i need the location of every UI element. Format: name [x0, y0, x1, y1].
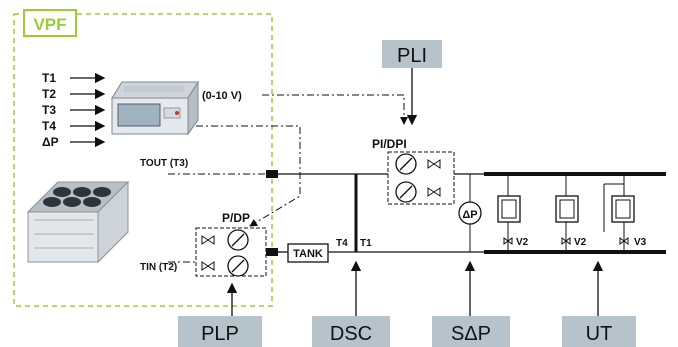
control-line — [196, 125, 301, 227]
callout-dsc: DSC — [312, 260, 390, 347]
primary-pump-group — [195, 227, 267, 277]
tank-box — [287, 243, 329, 263]
tin-label: TIN (T2) — [140, 262, 177, 273]
callout-ut: UT — [562, 260, 636, 347]
t1-label: T1 — [360, 238, 372, 249]
signal-label: (0-10 V) — [202, 90, 242, 102]
input-t1: T1 — [42, 71, 56, 85]
terminal-unit — [497, 174, 521, 252]
valve-label-1: V2 — [516, 237, 529, 248]
callout-pli: PLI — [382, 40, 442, 126]
tout-label: TOUT (T3) — [140, 158, 188, 169]
callout-sdp-label: SΔP — [451, 323, 491, 345]
vpf-tag-box — [23, 9, 77, 37]
controller-icon — [111, 80, 199, 136]
dp-sensor-icon — [458, 201, 482, 225]
terminal-unit — [555, 174, 579, 252]
input-t3: T3 — [42, 103, 56, 117]
callout-dsc-label: DSC — [330, 323, 372, 345]
valve-label-3: V3 — [634, 237, 647, 248]
terminal-unit — [603, 174, 635, 252]
pidpi-label: PI/DPI — [372, 137, 407, 151]
callout-pli-label: PLI — [397, 45, 427, 67]
callout-plp: PLP — [178, 282, 262, 347]
callout-ut-label: UT — [586, 323, 613, 345]
return-flange — [266, 248, 278, 256]
input-t4: T4 — [42, 119, 56, 133]
chiller-icon — [26, 180, 130, 264]
signal-line — [262, 94, 408, 125]
input-t2: T2 — [42, 87, 56, 101]
secondary-pump-group — [387, 151, 455, 205]
callout-plp-label: PLP — [201, 323, 239, 345]
vpf-tag: VPF — [33, 15, 66, 34]
t4-label: T4 — [336, 238, 348, 249]
callout-sdp: SΔP — [432, 260, 510, 347]
valve-label-2: V2 — [574, 237, 587, 248]
pdp-label: P/DP — [222, 211, 250, 225]
input-dp: ΔP — [42, 135, 59, 149]
supply-flange — [266, 170, 278, 178]
tank-label: TANK — [293, 248, 323, 260]
vpf-boundary — [13, 13, 273, 307]
dp-sensor-label: ΔP — [462, 209, 477, 221]
input-list: T1 T2 T3 T4 ΔP — [42, 71, 106, 149]
